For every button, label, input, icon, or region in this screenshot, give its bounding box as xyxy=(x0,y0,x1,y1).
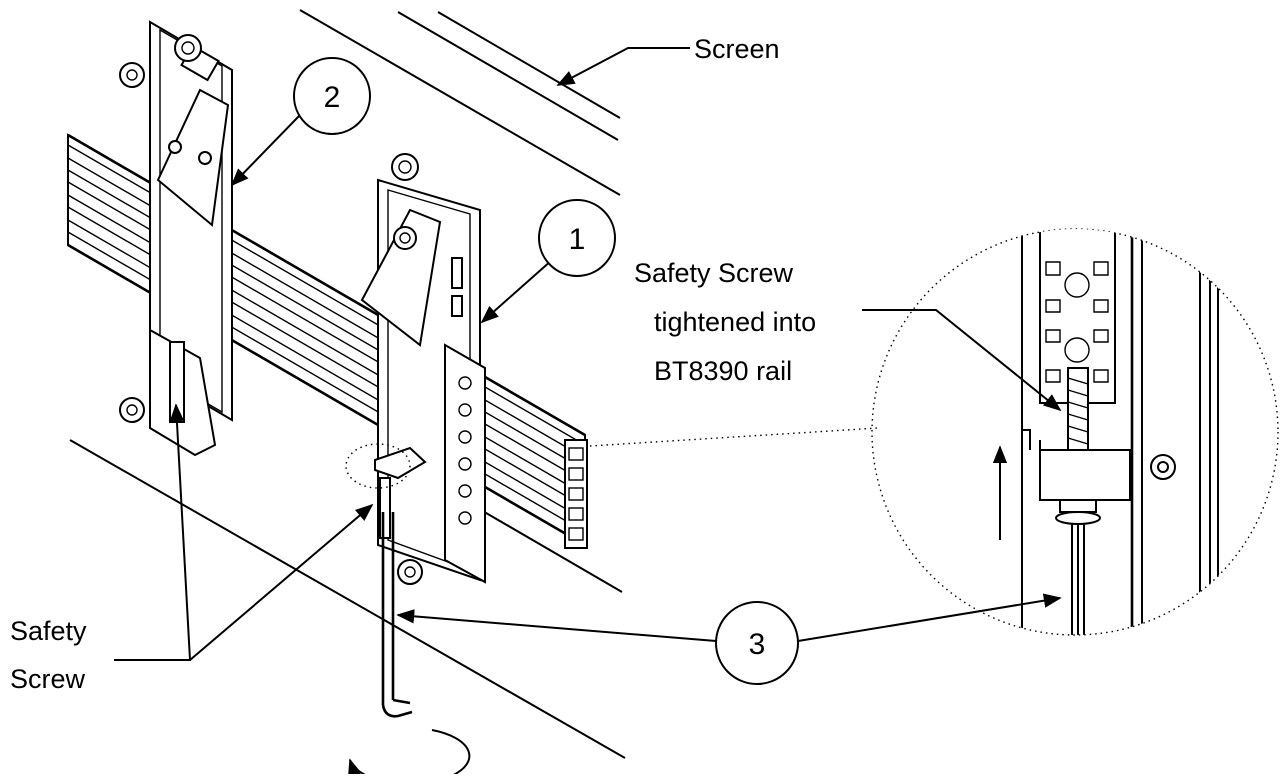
mounting-rail xyxy=(67,133,588,549)
safety-screw-label-line2: Screw xyxy=(10,664,86,694)
screen-label: Screen xyxy=(694,34,780,64)
callout-three: 3 xyxy=(715,601,799,685)
detail-boundary xyxy=(871,228,1279,636)
callout-two: 2 xyxy=(293,57,371,135)
bracket-two xyxy=(119,20,233,457)
rotation-arrow xyxy=(348,729,471,779)
leader-lines xyxy=(114,47,1062,661)
detail-leader-line xyxy=(589,427,879,447)
callout-one-number: 1 xyxy=(569,223,586,256)
bracket-one xyxy=(360,153,486,585)
detail-source-ring xyxy=(345,443,411,489)
detail-label-line1: Safety Screw xyxy=(634,258,794,288)
callout-two-number: 2 xyxy=(324,81,341,114)
detail-label-line2: tightened into xyxy=(654,307,816,337)
safety-screw-label-line1: Safety xyxy=(10,616,87,646)
callout-three-number: 3 xyxy=(749,628,766,661)
callout-one: 1 xyxy=(538,199,616,277)
hex-key xyxy=(381,512,413,718)
detail-view xyxy=(871,228,1279,636)
detail-label-line3: BT8390 rail xyxy=(654,356,792,386)
